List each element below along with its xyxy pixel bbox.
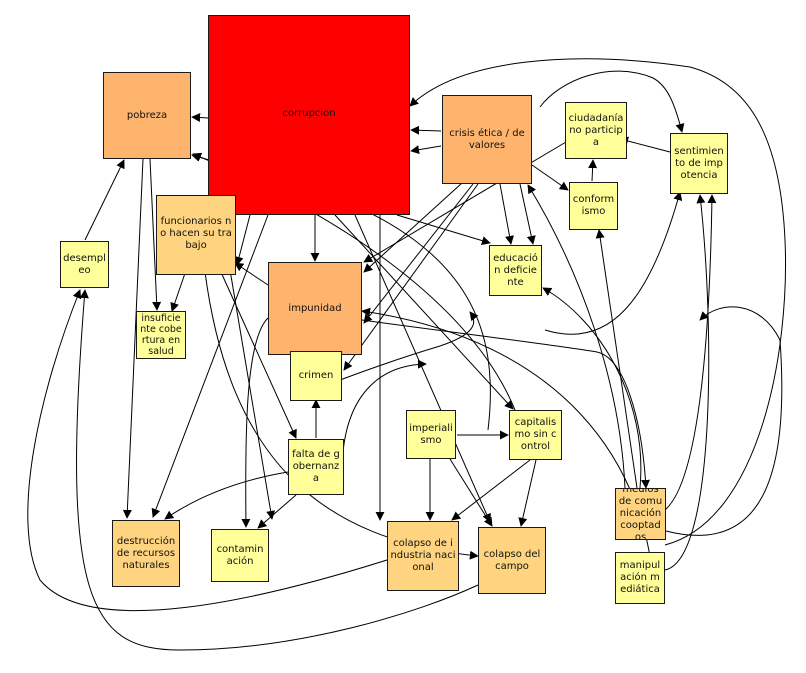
edge-10 (588, 159, 598, 182)
edge-50 (544, 191, 683, 335)
edge-41 (361, 319, 651, 489)
node-crisis[interactable]: crisis ética / de valores (442, 95, 532, 184)
edge-42 (542, 287, 642, 489)
edge-18 (334, 214, 514, 410)
edge-23 (84, 159, 125, 241)
edge-25 (241, 317, 269, 528)
edge-27 (219, 269, 297, 439)
edge-11 (619, 136, 671, 153)
edge-37 (339, 311, 479, 381)
node-manipulacion[interactable]: manipulación mediática (615, 552, 665, 604)
edge-48 (409, 58, 786, 546)
edge-15 (151, 214, 269, 518)
node-contaminacion[interactable]: contaminación (211, 529, 269, 582)
edge-46 (664, 194, 710, 571)
edge-43 (527, 184, 626, 489)
edge-51 (27, 289, 388, 612)
node-salud[interactable]: insuficiente cobertura en salud (136, 311, 186, 359)
node-medios[interactable]: medios de comunicación cooptados (615, 488, 666, 540)
edge-30 (257, 494, 297, 529)
node-corrupcion[interactable]: corrupcion (208, 15, 410, 215)
edge-2 (410, 145, 442, 155)
node-impunidad[interactable]: impunidad (268, 262, 362, 355)
edge-47 (361, 307, 656, 605)
edge-49 (665, 306, 783, 536)
node-sentimiento[interactable]: sentimiento de impotencia (670, 133, 728, 194)
edge-34 (449, 458, 493, 527)
edge-5 (343, 183, 479, 371)
edge-9 (363, 141, 567, 263)
edge-24 (234, 262, 269, 286)
edge-14 (234, 214, 251, 266)
node-capitalismo[interactable]: capitalismo sin control (509, 410, 562, 460)
edge-0 (191, 113, 209, 122)
node-crimen[interactable]: crimen (290, 351, 342, 401)
node-gobernanza[interactable]: falta de gobernanza (288, 439, 344, 495)
edge-26 (229, 269, 276, 520)
node-desempleo[interactable]: desempleo (60, 241, 109, 288)
node-campo[interactable]: colapso del campo (478, 527, 546, 594)
edge-45 (664, 194, 717, 511)
node-ciudadania[interactable]: ciudadanía no participa (565, 102, 627, 159)
node-destruccion[interactable]: destrucción de recursos naturales (112, 520, 180, 587)
edge-4 (363, 183, 474, 324)
edge-20 (149, 158, 162, 311)
node-industria[interactable]: colapso de industria nacional (387, 521, 459, 591)
edge-36 (451, 459, 531, 521)
edge-19 (396, 214, 491, 245)
edge-52 (76, 289, 479, 651)
edge-7 (519, 183, 536, 245)
node-pobreza[interactable]: pobreza (103, 72, 191, 159)
edge-35 (518, 459, 537, 527)
edge-44 (595, 229, 638, 489)
node-educacion[interactable]: educación deficiente (489, 245, 542, 296)
node-funcionarios[interactable]: funcionarios no hacen su trabajo (156, 195, 236, 275)
edge-6 (499, 183, 514, 245)
edge-8 (531, 164, 569, 191)
node-conformismo[interactable]: conformismo (569, 182, 618, 230)
node-imperialismo[interactable]: imperialismo (406, 410, 456, 459)
edge-21 (122, 158, 144, 519)
edge-1 (410, 125, 442, 135)
edge-31 (164, 471, 289, 520)
edge-12 (539, 70, 685, 133)
